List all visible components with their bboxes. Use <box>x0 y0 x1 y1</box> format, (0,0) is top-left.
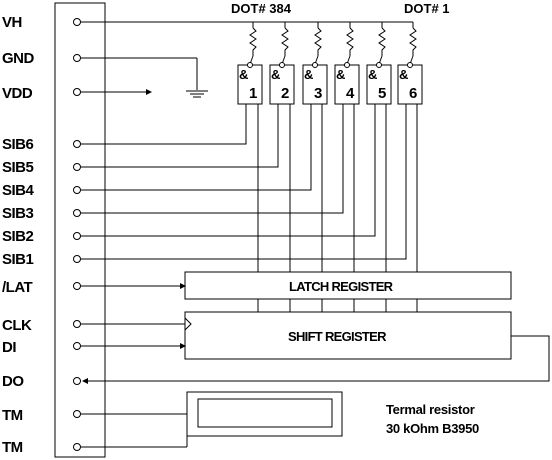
pin-label-sib3: SIB3 <box>2 205 34 222</box>
shift-register-label: SHIFT REGISTER <box>288 329 387 344</box>
pin-terminal-vdd <box>73 88 81 96</box>
heater-resistor-3 <box>314 27 322 56</box>
pin-label-gnd: GND <box>2 50 35 67</box>
pin-terminal-sib6 <box>73 140 81 148</box>
dot-384-label: DOT# 384 <box>231 1 292 16</box>
sib2-line <box>81 104 376 237</box>
pin-terminal-sib2 <box>73 232 81 240</box>
and-gate-4: & 4 <box>334 62 360 105</box>
and-gate-5: & 5 <box>366 62 392 105</box>
pin-terminal-gnd <box>73 54 81 62</box>
pin-label-sib6: SIB6 <box>2 136 34 153</box>
pin-terminal-vh <box>73 18 81 26</box>
lat-arrow <box>81 283 186 289</box>
pin-terminal-tm-1 <box>73 410 81 418</box>
do-output-line <box>82 335 550 384</box>
ground-symbol <box>81 57 208 98</box>
sib5-line <box>81 104 279 168</box>
sib4-line <box>81 104 312 191</box>
di-arrow <box>81 343 186 349</box>
pin-terminal-di <box>73 342 81 350</box>
gate-number: 3 <box>314 85 322 102</box>
gate-symbol: & <box>368 67 377 82</box>
connector-body <box>54 2 106 458</box>
sib6-line <box>81 104 247 145</box>
gate-symbol: & <box>304 67 313 82</box>
shift-to-latch-lines <box>257 299 418 312</box>
pin-labels: VH GND VDD SIB6 SIB5 SIB4 SIB3 SIB2 SIB1… <box>2 14 35 456</box>
pin-terminal-lat <box>73 282 81 290</box>
gate-symbol: & <box>239 67 248 82</box>
pin-label-sib4: SIB4 <box>2 182 35 199</box>
dot-1-label: DOT# 1 <box>404 1 450 16</box>
pin-label-vdd: VDD <box>2 85 33 102</box>
heater-resistor-2 <box>281 27 289 56</box>
pin-label-di: DI <box>2 339 16 356</box>
latch-register: LATCH REGISTER <box>184 271 512 300</box>
gate-number: 5 <box>378 85 386 102</box>
sib1-line <box>81 104 407 260</box>
pin-terminal-sib1 <box>73 255 81 263</box>
pin-label-clk: CLK <box>2 317 32 334</box>
gate-number: 1 <box>249 85 257 102</box>
heater-dots <box>249 27 417 65</box>
and-gate-3: & 3 <box>302 62 328 105</box>
heater-resistor-6 <box>409 27 417 56</box>
thermal-resistor-spec: 30 kOhm B3950 <box>386 421 479 436</box>
gate-number: 4 <box>346 85 355 102</box>
latch-to-gate-lines <box>257 104 418 272</box>
pin-label-lat: /LAT <box>2 279 33 296</box>
and-gate-6: & 6 <box>397 62 423 105</box>
gate-symbol: & <box>336 67 345 82</box>
and-gate-1: & 1 <box>237 62 263 105</box>
shift-register: SHIFT REGISTER <box>184 311 512 360</box>
pin-label-vh: VH <box>2 14 22 31</box>
heater-resistor-5 <box>378 27 386 56</box>
vdd-arrow <box>81 89 152 95</box>
gate-number: 6 <box>409 85 417 102</box>
and-gates: & 1 & 2 & 3 & 4 & 5 <box>237 62 423 105</box>
pin-label-tm-2: TM <box>2 439 23 456</box>
pin-terminals <box>73 18 81 451</box>
vh-bus <box>81 21 414 28</box>
clk-arrow <box>81 317 192 331</box>
pin-terminal-sib3 <box>73 209 81 217</box>
pin-terminal-sib5 <box>73 163 81 171</box>
gate-symbol: & <box>271 67 280 82</box>
pin-label-tm-1: TM <box>2 407 23 424</box>
pin-terminal-sib4 <box>73 186 81 194</box>
pin-label-sib2: SIB2 <box>2 228 34 245</box>
pin-label-sib1: SIB1 <box>2 251 34 268</box>
pin-terminal-clk <box>73 320 81 328</box>
thermal-resistor-label: Termal resistor <box>386 402 475 417</box>
gate-number: 2 <box>281 85 289 102</box>
pin-label-do: DO <box>2 373 24 390</box>
pin-terminal-do <box>73 377 81 385</box>
sib3-line <box>81 104 344 214</box>
strobe-lines <box>81 104 407 260</box>
and-gate-2: & 2 <box>269 62 295 105</box>
gate-symbol: & <box>399 67 408 82</box>
pin-terminal-tm-2 <box>73 443 81 451</box>
pin-label-sib5: SIB5 <box>2 159 34 176</box>
latch-register-label: LATCH REGISTER <box>289 279 394 294</box>
thermistor <box>81 391 343 448</box>
heater-resistor-4 <box>346 27 354 56</box>
heater-resistor-1 <box>249 27 257 56</box>
